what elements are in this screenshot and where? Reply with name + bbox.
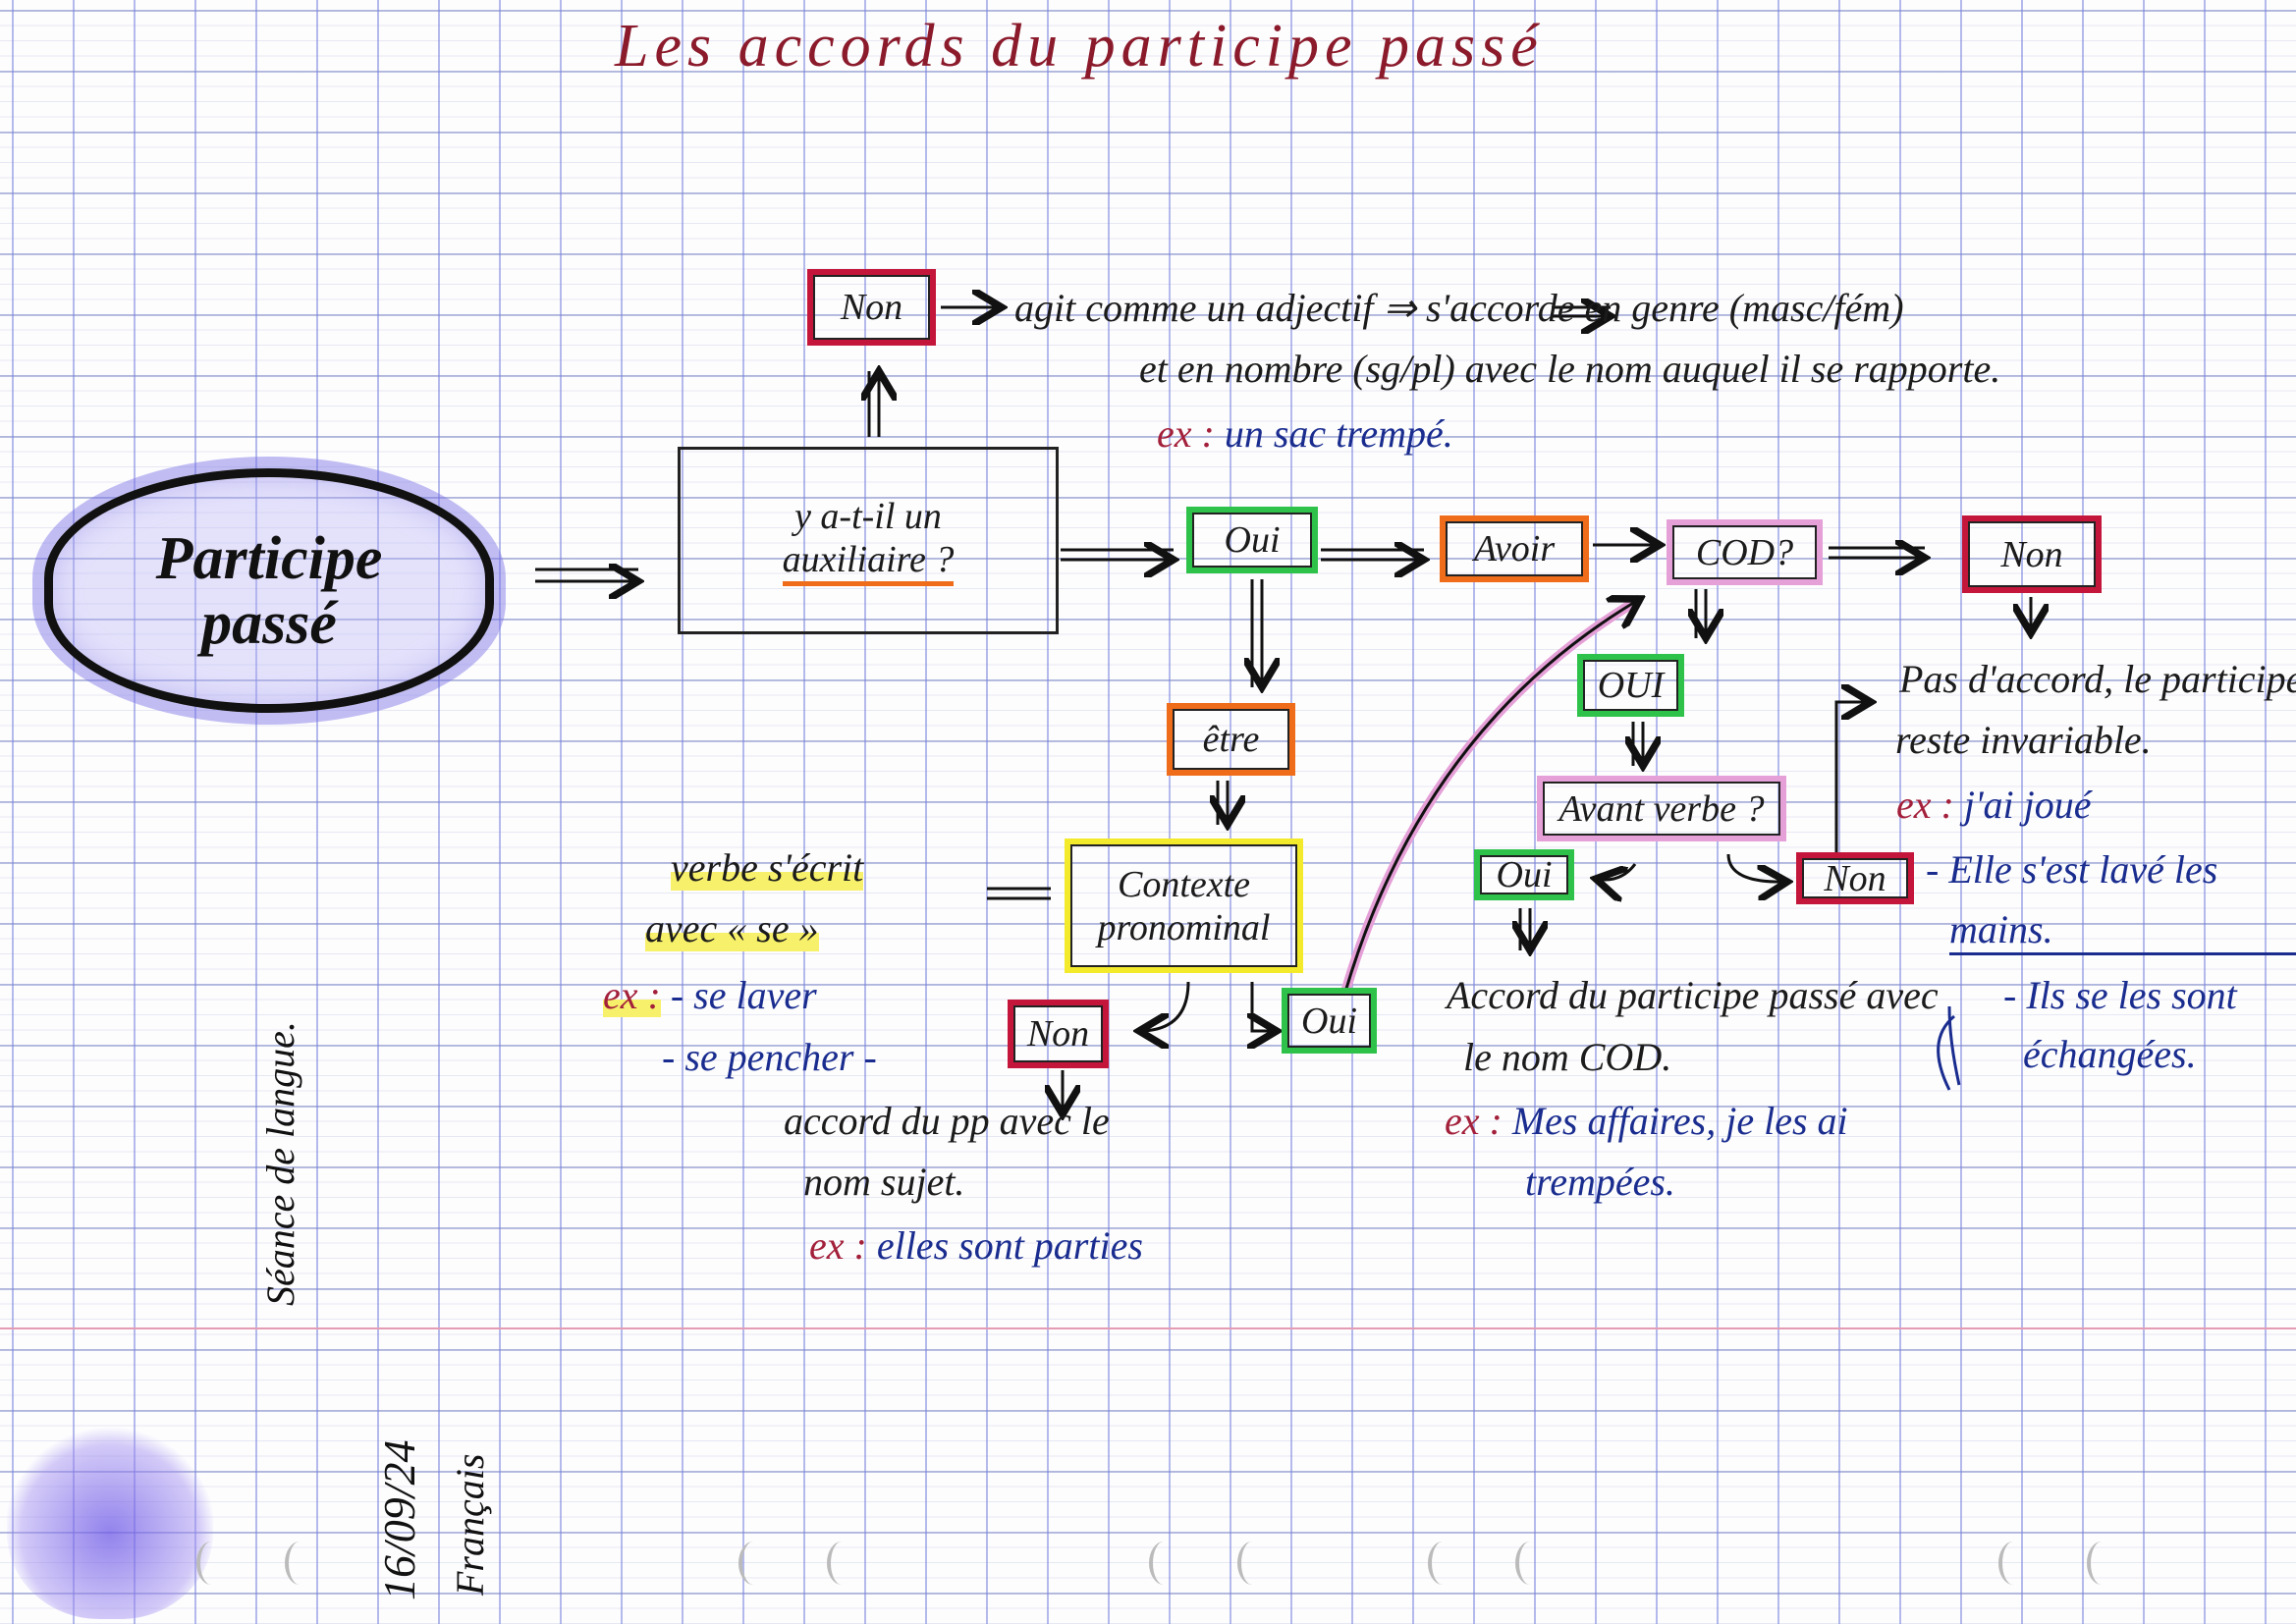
punch-hole	[2087, 1542, 2116, 1585]
arrow	[1061, 550, 1174, 560]
date-label: 16/09/24	[374, 1439, 424, 1600]
example-label: ex :	[1896, 783, 1954, 827]
adjective-rule-line-1: agit comme un adjectif ⇒ s'accorde en ge…	[1014, 286, 1904, 330]
punch-hole	[1237, 1542, 1267, 1585]
arrow	[1252, 579, 1262, 687]
subject-agreement-line-2: nom sujet.	[803, 1160, 965, 1204]
etre-box: être	[1167, 703, 1295, 776]
pronominal-definition-line-2: avec « se »	[645, 905, 819, 951]
page-title: Les accords du participe passé	[615, 13, 1544, 80]
no-agreement-line-2: reste invariable.	[1895, 718, 2152, 762]
pronominal-line-2: pronominal	[1097, 906, 1271, 948]
arrow	[1633, 722, 1643, 766]
center-line-2: passé	[201, 589, 337, 657]
example-label: ex :	[1157, 411, 1215, 456]
punch-hole	[1428, 1542, 1457, 1585]
yes-auxiliary-box: Oui	[1186, 507, 1318, 573]
cod-agreement-line-2: le nom COD.	[1463, 1035, 1672, 1079]
arrow	[1252, 982, 1277, 1031]
before-verb-yes-box: Oui	[1474, 849, 1574, 900]
example-text: échangées.	[2023, 1032, 2197, 1076]
before-verb-question-box: Avant verbe ?	[1537, 776, 1786, 841]
punch-hole	[738, 1542, 768, 1585]
question-line-1: y a-t-il un	[794, 496, 942, 537]
arrow	[535, 569, 638, 581]
bracket	[1937, 1005, 1961, 1091]
cod-yes-box: OUI	[1577, 654, 1684, 717]
cod-agreement-line-1: Accord du participe passé avec	[1447, 973, 1939, 1017]
example-text: - Ils se les sont	[2003, 973, 2237, 1017]
example-text: Mes affaires, je les ai	[1511, 1099, 1848, 1143]
pronominal-definition-line-1: verbe s'écrit	[671, 844, 864, 891]
pronominal-line-1: Contexte	[1117, 863, 1251, 905]
example-text: trempées.	[1525, 1160, 1675, 1204]
punch-hole	[1998, 1542, 2028, 1585]
central-concept-cloud: Participe passé	[44, 468, 494, 713]
auxiliary-question-box: y a-t-il un auxiliaire ?	[678, 447, 1059, 634]
pronominal-context-box: Contexte pronominal	[1065, 839, 1303, 973]
example-label: ex :	[603, 973, 661, 1017]
adjective-rule-line-2: et en nombre (sg/pl) avec le nom auquel …	[1139, 347, 2001, 391]
arrow	[1321, 550, 1424, 560]
punch-hole	[827, 1542, 856, 1585]
equals-sign	[987, 887, 1051, 900]
subject-label: Français	[448, 1453, 492, 1596]
example-text: elles sont parties	[876, 1223, 1143, 1268]
punch-hole	[1149, 1542, 1178, 1585]
center-line-1: Participe	[155, 524, 383, 592]
arrow	[1520, 908, 1530, 950]
example-text: - Elle s'est lavé les	[1926, 847, 2218, 892]
ink-smudge	[7, 1428, 213, 1619]
no-agreement-line-1: Pas d'accord, le participe	[1899, 657, 2296, 701]
subject-agreement-line-1: accord du pp avec le	[784, 1099, 1110, 1143]
session-label: Séance de langue.	[258, 1021, 302, 1306]
margin-line	[0, 1327, 2296, 1329]
arrow	[1696, 589, 1706, 638]
example-text: mains.	[1949, 906, 2296, 955]
punch-hole	[1515, 1542, 1545, 1585]
arrow	[1596, 863, 1637, 880]
punch-hole	[196, 1542, 226, 1585]
arrow	[1139, 981, 1190, 1031]
example-text: - se laver	[670, 973, 817, 1017]
arrow	[1343, 599, 1640, 993]
arrow	[1726, 853, 1787, 882]
punch-hole	[285, 1542, 314, 1585]
example-text: un sac trempé.	[1224, 411, 1453, 456]
arrow	[1829, 548, 1925, 558]
pronominal-no-box: Non	[1008, 1000, 1109, 1068]
example-label: ex :	[1445, 1099, 1503, 1143]
arrow	[1552, 307, 1611, 316]
cod-no-box: Non	[1962, 515, 2102, 593]
example-text: - se pencher -	[662, 1035, 877, 1079]
question-line-2: auxiliaire ?	[782, 538, 955, 586]
example-text: j'ai joué	[1963, 783, 2092, 827]
avoir-box: Avoir	[1440, 515, 1589, 582]
pronominal-yes-box: Oui	[1282, 988, 1377, 1054]
no-auxiliary-box: Non	[807, 269, 936, 346]
arrow	[1218, 781, 1228, 825]
before-verb-no-box: Non	[1796, 852, 1914, 904]
example-label: ex :	[809, 1223, 867, 1268]
arrow	[869, 371, 879, 437]
arrow	[1834, 702, 1871, 852]
cod-question-box: COD?	[1667, 519, 1823, 585]
